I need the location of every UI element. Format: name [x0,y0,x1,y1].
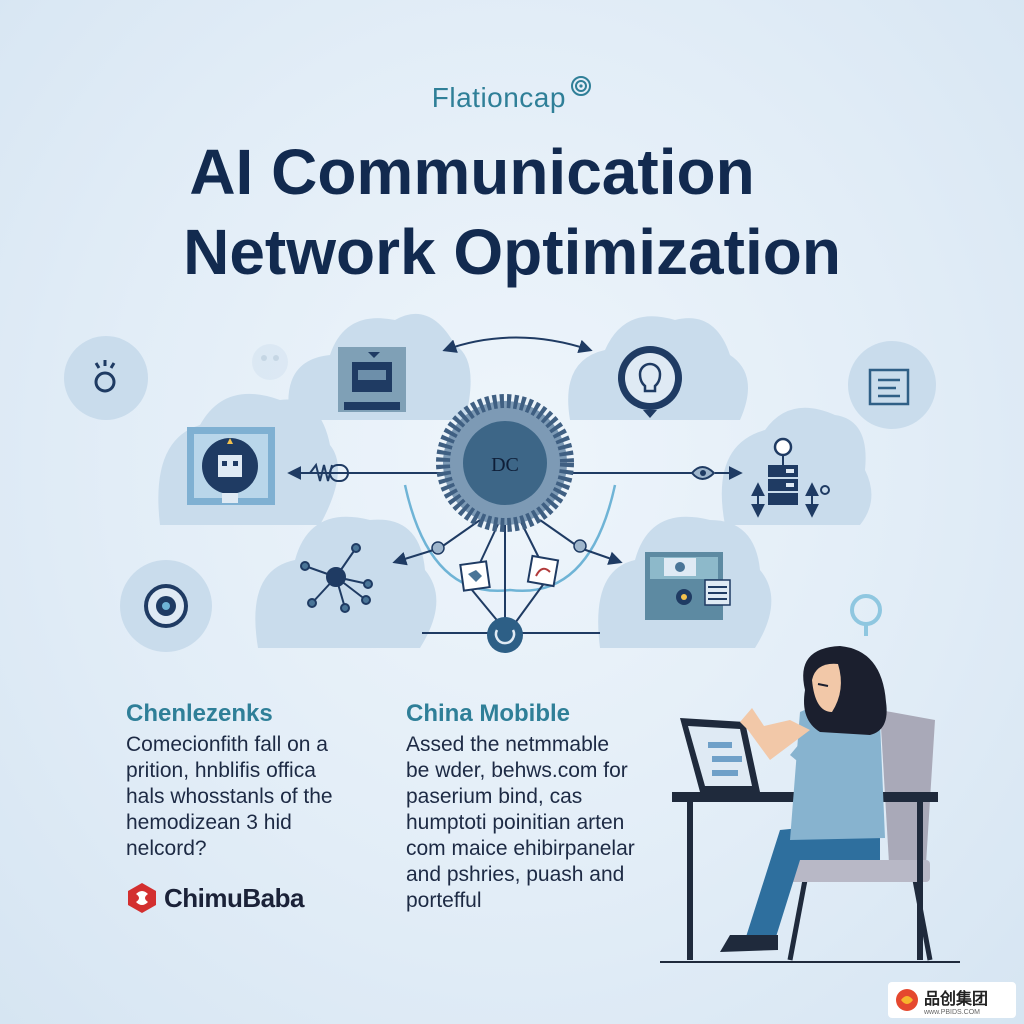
faint-face-icon [252,344,288,380]
lightbulb-icon [618,346,682,418]
woman-at-laptop-illustration [660,646,960,963]
page-title-line-2: Network Optimization [183,216,841,288]
tile-icon-left [459,560,491,592]
left-section-text: Comecionfith fall on a prition, hnblifis… [126,733,333,860]
location-pin-icon [850,594,882,636]
connector-right-icon [690,466,716,480]
page-title-line-1: AI Communication [189,136,755,208]
connector-left-icon [309,462,349,482]
server-stack-icon [751,437,830,518]
left-section-heading: Chenlezenks [126,700,273,727]
brand-logo: Flationcap [0,76,1024,114]
document-icon [868,368,910,406]
watermark-logo-icon [896,989,918,1011]
tile-icon-right [526,554,560,588]
chimubaba-logo-text: ChimuBaba [164,882,304,913]
right-section-text: Assed the netmmable be wder, behws.com f… [406,733,635,912]
network-diagram: DC [64,313,936,653]
bottom-node-icon [487,617,523,653]
bubble-left-top [64,336,148,420]
dashboard-icon [645,552,731,620]
brand-name: Flationcap [431,82,566,113]
chimubaba-logo: ChimuBaba [126,882,304,914]
network-node-icon [300,543,373,613]
cloud-bottom-left [255,516,437,648]
brand-swirl-icon [570,72,592,104]
central-hub-icon: DC [436,394,574,532]
server-icon [338,347,406,412]
right-section-heading: China Mobible [406,700,570,727]
bubble-right-top [848,341,936,429]
watermark-url: www.PBIDS.COM [924,1008,981,1016]
robot-icon [187,427,275,505]
eye-icon [144,584,188,628]
chimubaba-logo-icon [128,883,156,913]
hub-label: DC [491,454,519,476]
watermark: 品创集团 www.PBIDS.COM [888,982,1016,1018]
watermark-text: 品创集团 [924,990,989,1008]
sensor-icon [94,360,116,393]
